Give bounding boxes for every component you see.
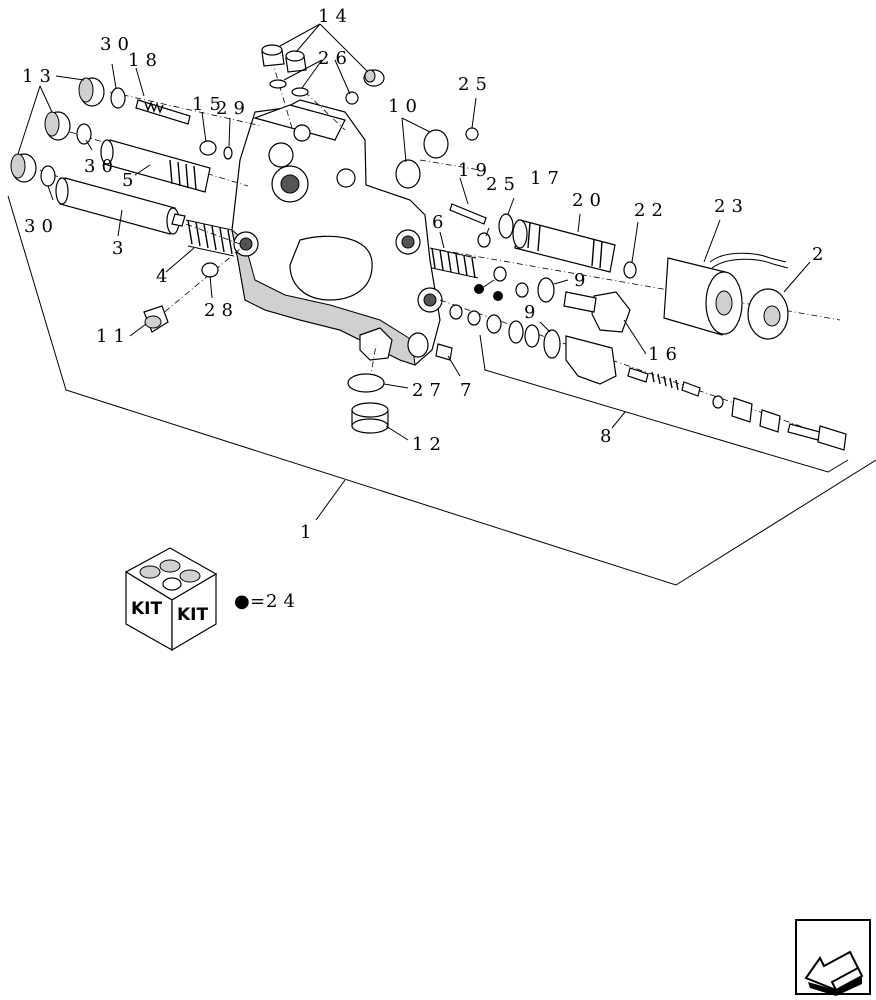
callout-2: 2 <box>812 244 829 265</box>
callout-13: 13 <box>22 66 57 87</box>
callout-4: 4 <box>156 266 173 287</box>
callout-30-low: 30 <box>24 216 59 237</box>
kit-marker-dots <box>474 284 503 301</box>
o-ring-17 <box>498 213 514 239</box>
callout-9-lower: 9 <box>524 302 541 323</box>
leader-lines <box>17 23 811 441</box>
callout-27: 27 <box>412 380 447 401</box>
callout-15: 15 <box>192 94 227 115</box>
callout-20: 20 <box>572 190 607 211</box>
o-ring-25 <box>465 127 479 141</box>
kit-legend: ● = 24 <box>234 591 301 612</box>
kit-label-left: KIT <box>131 599 162 619</box>
o-ring-9-a <box>537 277 555 303</box>
plug-13-top <box>78 77 105 107</box>
o-ring-27 <box>347 373 385 393</box>
o-ring-30-mid <box>76 123 92 145</box>
o-ring-10-b <box>395 159 421 189</box>
callout-30-mid: 30 <box>84 156 119 177</box>
callout-14: 14 <box>318 6 353 27</box>
pin-19 <box>449 203 487 225</box>
spring-6 <box>429 247 479 279</box>
kit-label-right: KIT <box>177 605 208 625</box>
assembly-bracket-1 <box>7 195 876 586</box>
callout-labels: 14 26 30 18 13 15 29 10 25 30 5 30 3 4 2… <box>22 6 829 543</box>
kit-legend-dot: ● <box>234 591 250 612</box>
callout-7: 7 <box>460 380 477 401</box>
previous-page-arrow-icon[interactable] <box>795 919 871 996</box>
callout-25-right: 25 <box>486 174 521 195</box>
plug-13-mid <box>44 111 71 141</box>
plug-14-c <box>363 69 385 87</box>
o-ring-30-top <box>110 87 126 109</box>
kit-box-icon: KIT KIT <box>124 547 218 652</box>
plug-16 <box>563 291 631 333</box>
plug-7 <box>435 343 453 361</box>
callout-6: 6 <box>432 212 449 233</box>
plug-14-b <box>285 50 307 73</box>
callout-8: 8 <box>600 426 617 447</box>
callout-3: 3 <box>112 238 129 259</box>
callout-5: 5 <box>122 170 139 191</box>
callout-28: 28 <box>204 300 239 321</box>
o-rings-24-pair <box>449 266 529 326</box>
solenoid-coil-23 <box>663 252 789 336</box>
o-ring-25-right <box>477 232 491 248</box>
plug-13-low <box>10 153 37 183</box>
plug-11 <box>143 305 169 333</box>
nut-2 <box>747 288 789 340</box>
callout-16: 16 <box>648 344 683 365</box>
callout-30-top: 30 <box>100 34 135 55</box>
assembly-bracket-8 <box>479 334 849 473</box>
callout-25-top: 25 <box>458 74 493 95</box>
callout-23: 23 <box>714 196 749 217</box>
pin-18 <box>135 99 191 125</box>
callout-9-upper: 9 <box>574 270 591 291</box>
o-ring-26 <box>269 79 359 105</box>
o-ring-22 <box>623 261 637 279</box>
plug-12 <box>351 402 389 434</box>
callout-11: 11 <box>96 326 131 347</box>
plug-14-a <box>261 44 285 67</box>
callout-26: 26 <box>318 48 353 69</box>
callout-10: 10 <box>388 96 423 117</box>
callout-22: 22 <box>634 200 669 221</box>
o-ring-28 <box>201 262 219 278</box>
callout-12: 12 <box>412 434 447 455</box>
callout-19: 19 <box>458 160 493 181</box>
callout-17: 17 <box>530 168 565 189</box>
kit-legend-ref: 24 <box>266 591 301 612</box>
callout-18: 18 <box>128 50 163 71</box>
callout-29: 29 <box>216 98 251 119</box>
o-ring-10-a <box>423 129 449 159</box>
cap-15 <box>199 140 233 160</box>
sub-assembly-8 <box>486 314 847 451</box>
valve-body <box>231 99 443 366</box>
spool-3 <box>55 177 186 235</box>
spring-4 <box>185 219 235 257</box>
spool-5 <box>100 139 211 193</box>
callout-1: 1 <box>300 522 317 543</box>
kit-legend-equals: = <box>250 591 265 612</box>
valve-20 <box>512 219 616 273</box>
o-ring-30-low <box>40 165 56 187</box>
